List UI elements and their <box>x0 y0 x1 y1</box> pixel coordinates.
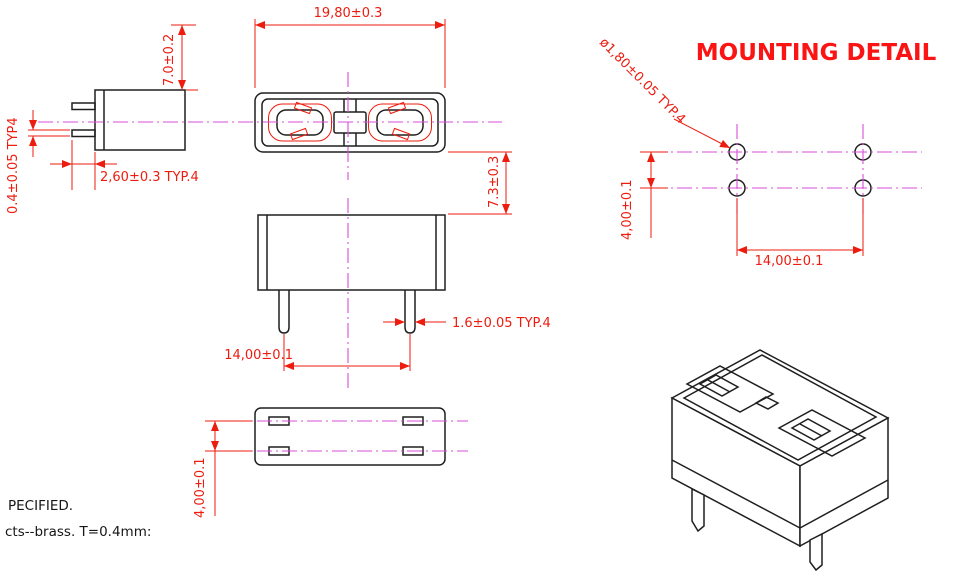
dimension-hole-spacing: 14,00±0.1 <box>736 198 864 269</box>
bottom-view <box>254 407 446 466</box>
dim-label-top-width: 19,80±0.3 <box>314 6 383 21</box>
iso-cavity-right <box>777 409 867 457</box>
dimension-pin-pitch-side: 2,60±0.3 TYP.4 <box>50 140 199 190</box>
dimension-hole-row-spacing: 4,00±0.1 <box>620 151 668 240</box>
mounting-holes <box>728 143 872 197</box>
dimension-side-height: 7.0±0.2 <box>162 24 198 91</box>
dimension-pin-row-spacing: 4,00±0.1 <box>193 420 252 518</box>
dim-label-hole-spacing: 14,00±0.1 <box>755 254 824 269</box>
dim-label-side-height: 7.0±0.2 <box>162 34 177 86</box>
isometric-view <box>670 349 890 572</box>
spec-note-line2: cts--brass. T=0.4mm: <box>5 524 151 540</box>
dim-label-pin-width: 1.6±0.05 TYP.4 <box>452 316 551 331</box>
dim-label-body-height: 7.3±0.3 <box>487 156 502 208</box>
dimension-top-width: 19,80±0.3 <box>254 6 446 88</box>
dimension-body-height: 7.3±0.3 <box>448 151 512 215</box>
side-view <box>71 89 186 151</box>
spec-note-line1: PECIFIED. <box>8 498 73 514</box>
dimension-pin-width: 1.6±0.05 TYP.4 <box>383 316 551 331</box>
iso-pin <box>691 487 705 533</box>
centerlines <box>38 72 922 452</box>
dim-label-pin-row-spacing: 4,00±0.1 <box>193 457 208 518</box>
iso-pin <box>809 532 823 572</box>
dim-label-hole-row-spacing: 4,00±0.1 <box>620 179 635 240</box>
dim-label-pin-thickness: 0.4±0.05 TYP4 <box>6 117 21 214</box>
iso-cavity-left <box>685 365 775 413</box>
dim-label-pin-pitch-side: 2,60±0.3 TYP.4 <box>100 170 199 185</box>
front-view <box>257 214 446 334</box>
dimension-pin-thickness: 0.4±0.05 TYP4 <box>6 110 70 214</box>
dimension-pin-spacing: 14,00±0.1 <box>224 334 411 371</box>
dim-label-pin-spacing: 14,00±0.1 <box>224 348 293 363</box>
mounting-detail-title: MOUNTING DETAIL <box>696 40 937 66</box>
dim-label-hole-diameter: ø1,80±0.05 TYP.4 <box>596 35 688 127</box>
